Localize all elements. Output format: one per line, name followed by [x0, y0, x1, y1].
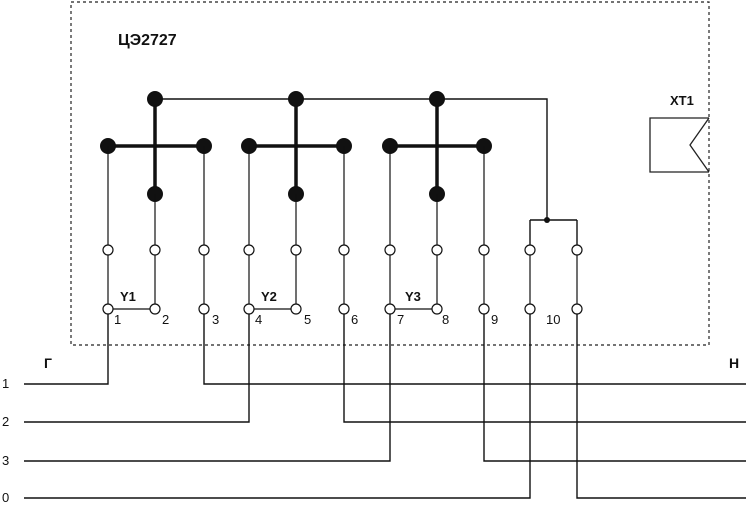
terminal-number-3: 3	[212, 312, 220, 327]
terminal-number-8: 8	[442, 312, 450, 327]
terminal-number-2: 2	[162, 312, 170, 327]
neutral-junction	[544, 217, 550, 223]
measuring-element-2	[241, 91, 352, 202]
terminal-number-6: 6	[351, 312, 359, 327]
line-label-3: 3	[2, 453, 10, 468]
neutral-bus	[155, 98, 578, 250]
line-label-1: 1	[2, 376, 10, 391]
element-1-wires	[107, 146, 205, 310]
connector-label: XT1	[670, 93, 694, 108]
terminal-number-10: 10	[546, 312, 561, 327]
terminal-number-9: 9	[491, 312, 499, 327]
meter-title: ЦЭ2727	[118, 32, 177, 49]
measuring-element-3	[382, 91, 492, 202]
element-3-wires	[389, 146, 485, 310]
generator-side-label: Г	[44, 355, 52, 371]
element-2-wires	[248, 146, 345, 310]
terminal-number-7: 7	[397, 312, 405, 327]
neutral-terminal-wires	[529, 250, 578, 309]
line-label-0: 0	[2, 490, 10, 505]
terminal-number-4: 4	[255, 312, 263, 327]
load-side-label: Н	[729, 355, 740, 371]
measuring-element-1	[100, 91, 212, 202]
meter-enclosure	[70, 1, 710, 346]
element-label-y3: Y3	[405, 289, 421, 304]
connector-xt1-symbol	[649, 117, 710, 173]
element-label-y2: Y2	[261, 289, 277, 304]
terminal-row-upper	[102, 244, 583, 256]
element-label-y1: Y1	[120, 289, 136, 304]
line-label-2: 2	[2, 414, 10, 429]
terminal-number-5: 5	[304, 312, 312, 327]
network-lines	[24, 309, 746, 499]
terminal-number-1: 1	[114, 312, 122, 327]
terminal-row-lower	[102, 303, 583, 315]
